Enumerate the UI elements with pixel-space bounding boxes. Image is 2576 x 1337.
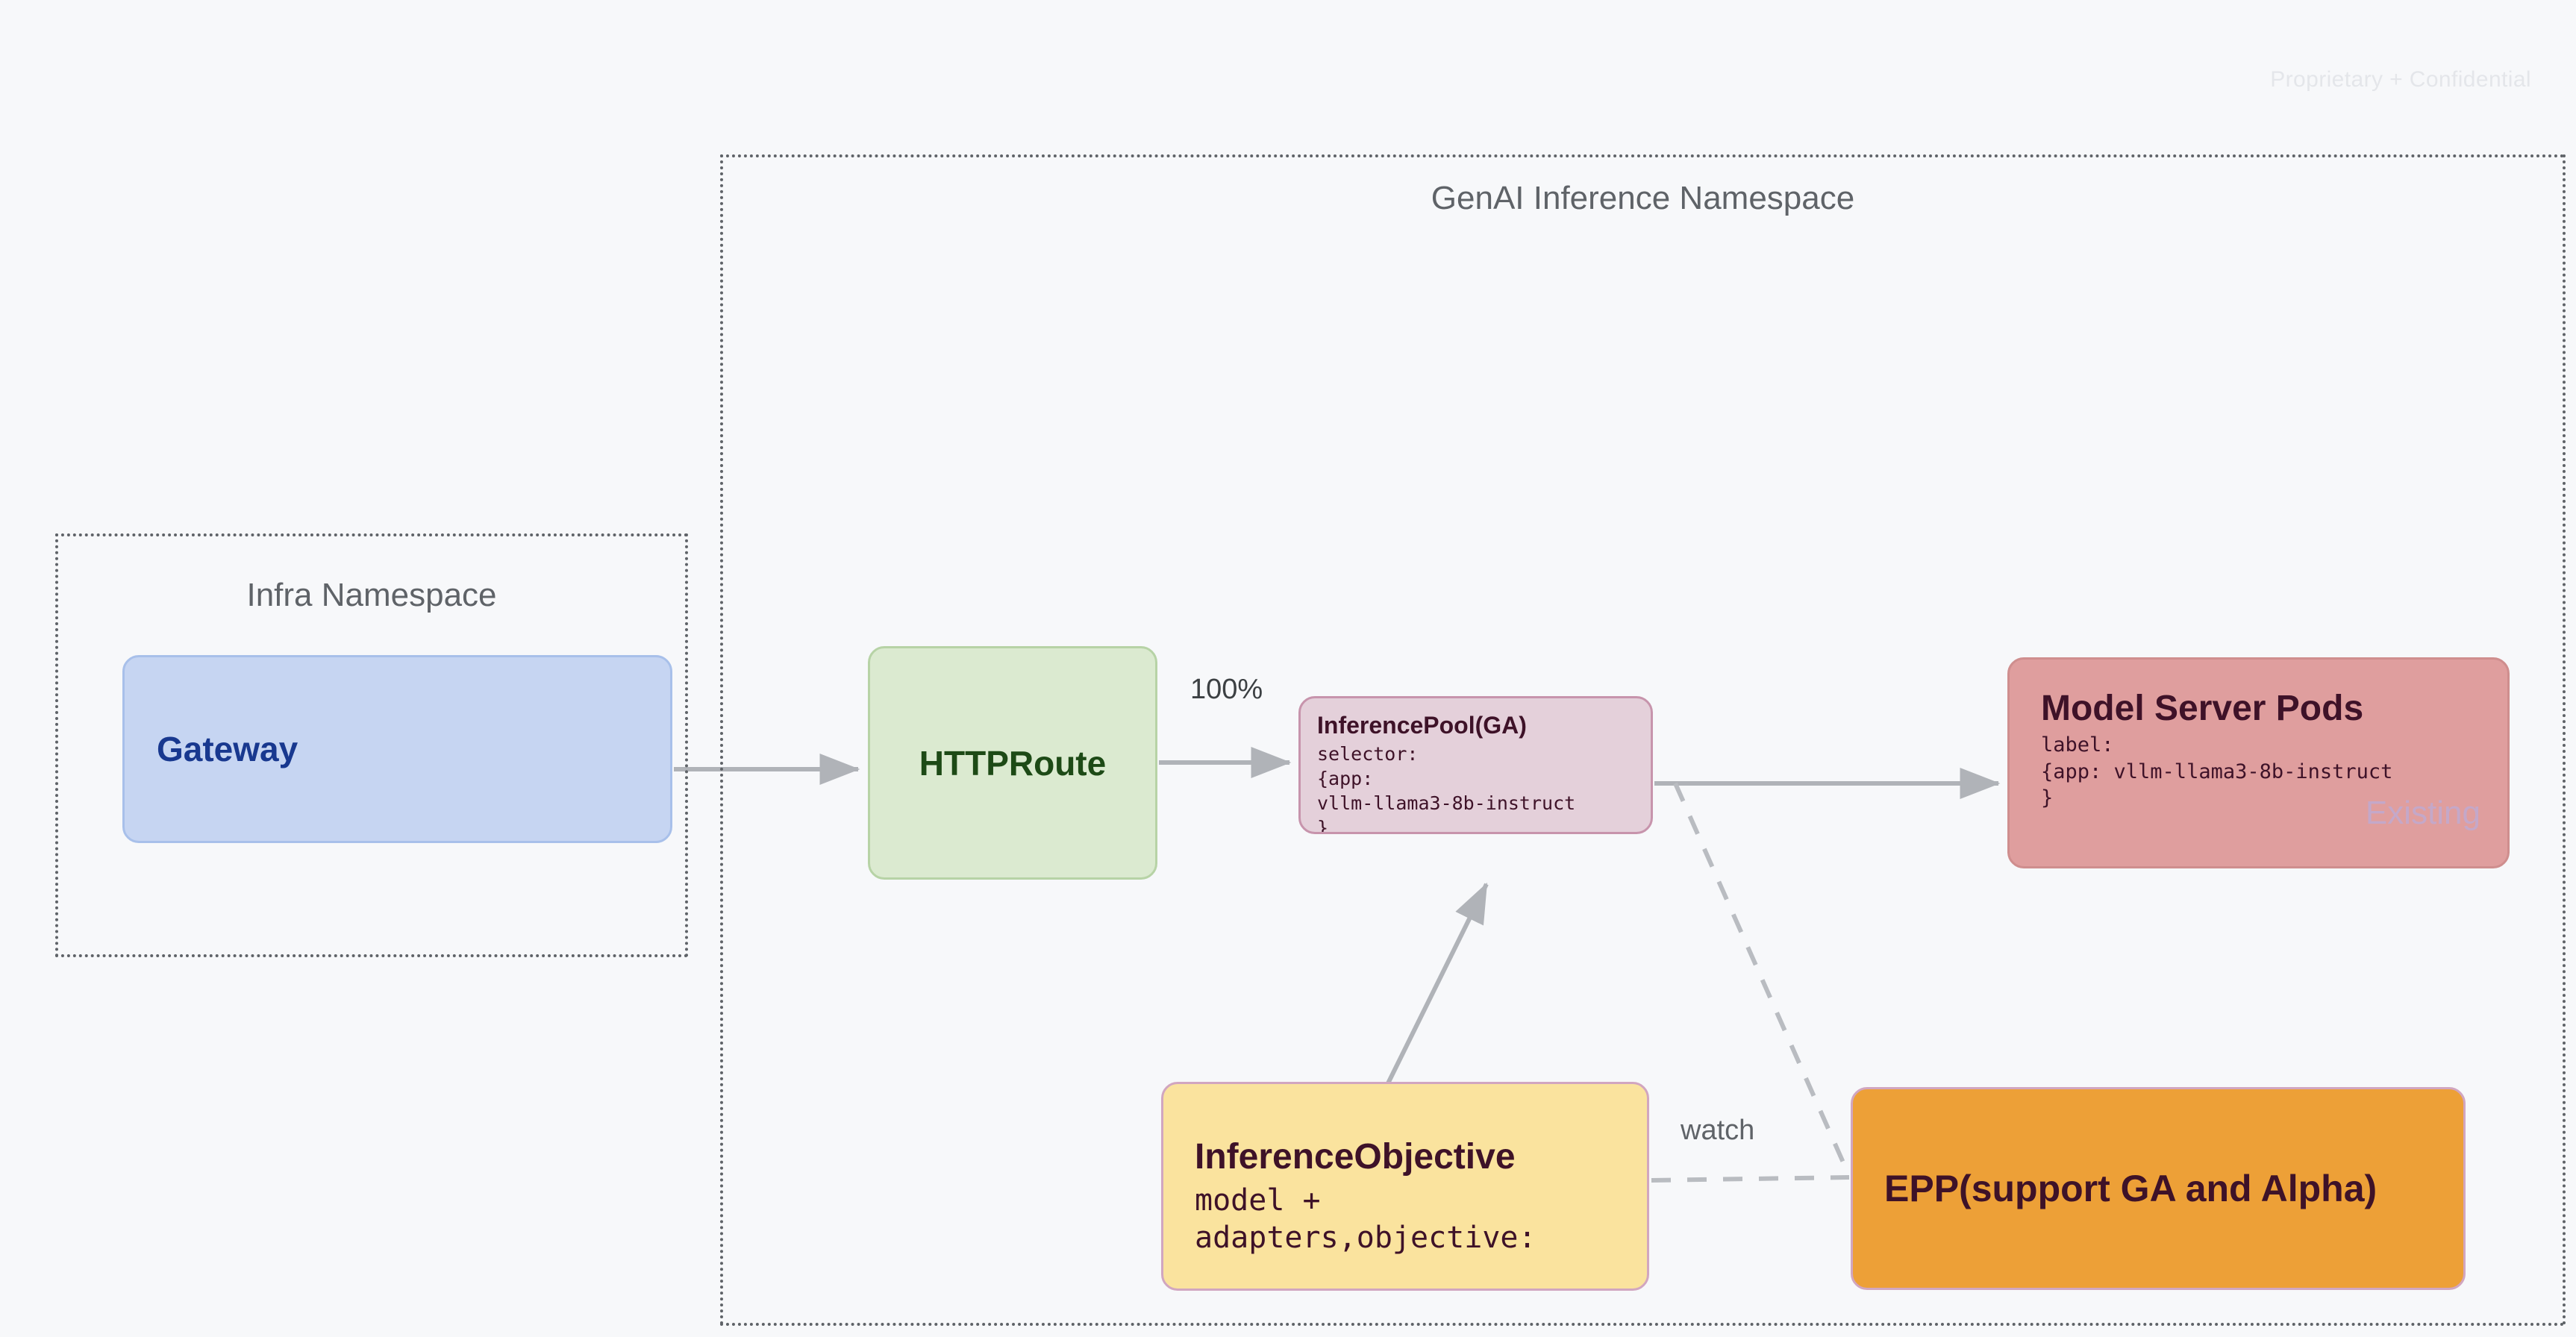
inferenceobjective-body-line-1: model + [1195,1183,1321,1218]
confidential-watermark: Proprietary + Confidential [2270,67,2531,92]
inferenceobjective-body-line-2: adapters,objective: [1195,1221,1536,1255]
genai-namespace-container: GenAI Inference Namespace [720,154,2566,1326]
gateway-label: Gateway [157,730,298,768]
edge-label-traffic-percent: 100% [1190,674,1263,705]
model-server-pods-label: Model Server Pods [2041,689,2364,728]
inferenceobjective-label: InferenceObjective [1195,1137,1516,1177]
model-server-pods-body-line-2: {app: vllm-llama3-8b-instruct [2041,760,2393,783]
edge-label-watch: watch [1681,1115,1755,1146]
node-inferenceobjective[interactable]: InferenceObjective model + adapters,obje… [1161,1082,1649,1291]
epp-label: EPP(support GA and Alpha) [1884,1168,2378,1209]
existing-badge: Existing [2365,795,2480,831]
model-server-pods-body-line-1: label: [2041,733,2114,757]
node-gateway[interactable]: Gateway [122,655,672,843]
model-server-pods-body-line-3: } [2041,786,2054,810]
inferencepool-body-line-3: vllm-llama3-8b-instruct [1317,792,1576,814]
infra-namespace-title: Infra Namespace [246,577,497,613]
node-epp[interactable]: EPP(support GA and Alpha) [1851,1087,2466,1290]
inferencepool-body-line-1: selector: [1317,743,1419,765]
genai-namespace-title: GenAI Inference Namespace [1431,180,1855,216]
inferencepool-label: InferencePool(GA) [1317,712,1527,739]
httproute-label: HTTPRoute [919,743,1107,783]
node-model-server-pods[interactable]: Model Server Pods label: {app: vllm-llam… [2007,657,2510,868]
node-httproute[interactable]: HTTPRoute [868,646,1157,880]
infra-namespace-container: Infra Namespace [55,533,688,957]
inferencepool-body-line-4: } [1317,817,1329,834]
node-inferencepool[interactable]: InferencePool(GA) selector: {app: vllm-l… [1298,696,1653,834]
inferencepool-body-line-2: {app: [1317,768,1374,789]
